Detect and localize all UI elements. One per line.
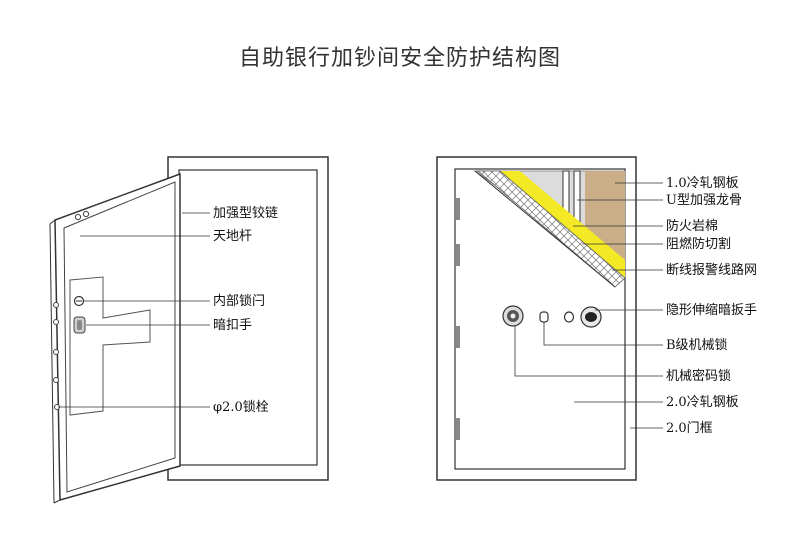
label-cold-rolled-plate-2: 2.0冷轧钢板 xyxy=(666,395,739,410)
bolt-hole-icon xyxy=(53,319,59,325)
left-door xyxy=(49,156,329,504)
label-alarm-network: 断线报警线路网 xyxy=(666,262,757,278)
label-reinforced-hinge: 加强型铰链 xyxy=(213,206,278,221)
hinge-icon xyxy=(455,418,460,440)
alarm-mesh-layer xyxy=(476,170,626,288)
label-top-bottom-rod: 天地杆 xyxy=(213,229,252,244)
label-retractable-handle: 隐形伸缩暗扳手 xyxy=(666,302,757,318)
bolt-hole-icon xyxy=(53,302,59,308)
rod-hole-icon xyxy=(82,210,90,218)
label-internal-latch: 内部锁闩 xyxy=(213,293,265,309)
label-u-keel: U型加强龙骨 xyxy=(666,193,742,208)
rock-wool-layer xyxy=(585,171,625,278)
bolt-hole-icon xyxy=(53,349,59,355)
label-lock-bolt: φ2.0锁栓 xyxy=(213,399,269,415)
right-door xyxy=(436,156,663,481)
label-b-class-lock: B级机械锁 xyxy=(666,337,728,353)
hinge-icon xyxy=(455,326,460,348)
label-rock-wool: 防火岩棉 xyxy=(666,218,718,234)
label-door-frame: 2.0门框 xyxy=(666,421,713,436)
b-class-lock-icon xyxy=(539,311,549,323)
label-combination-lock: 机械密码锁 xyxy=(666,368,731,384)
hinge-icon xyxy=(455,244,460,266)
rod-hole-icon xyxy=(74,213,82,221)
keyhole-icon xyxy=(563,311,575,323)
label-anti-cut: 阻燃防切割 xyxy=(666,236,731,252)
left-door-frame-inner xyxy=(178,169,318,466)
hinge-icon xyxy=(455,198,460,220)
diagram-title: 自助银行加钞间安全防护结构图 xyxy=(238,46,561,71)
bolt-hole-icon xyxy=(53,377,59,383)
internal-lock-plate xyxy=(69,276,151,416)
label-cold-rolled-plate-1: 1.0冷轧钢板 xyxy=(666,176,739,191)
label-hidden-handle: 暗扣手 xyxy=(213,318,252,333)
